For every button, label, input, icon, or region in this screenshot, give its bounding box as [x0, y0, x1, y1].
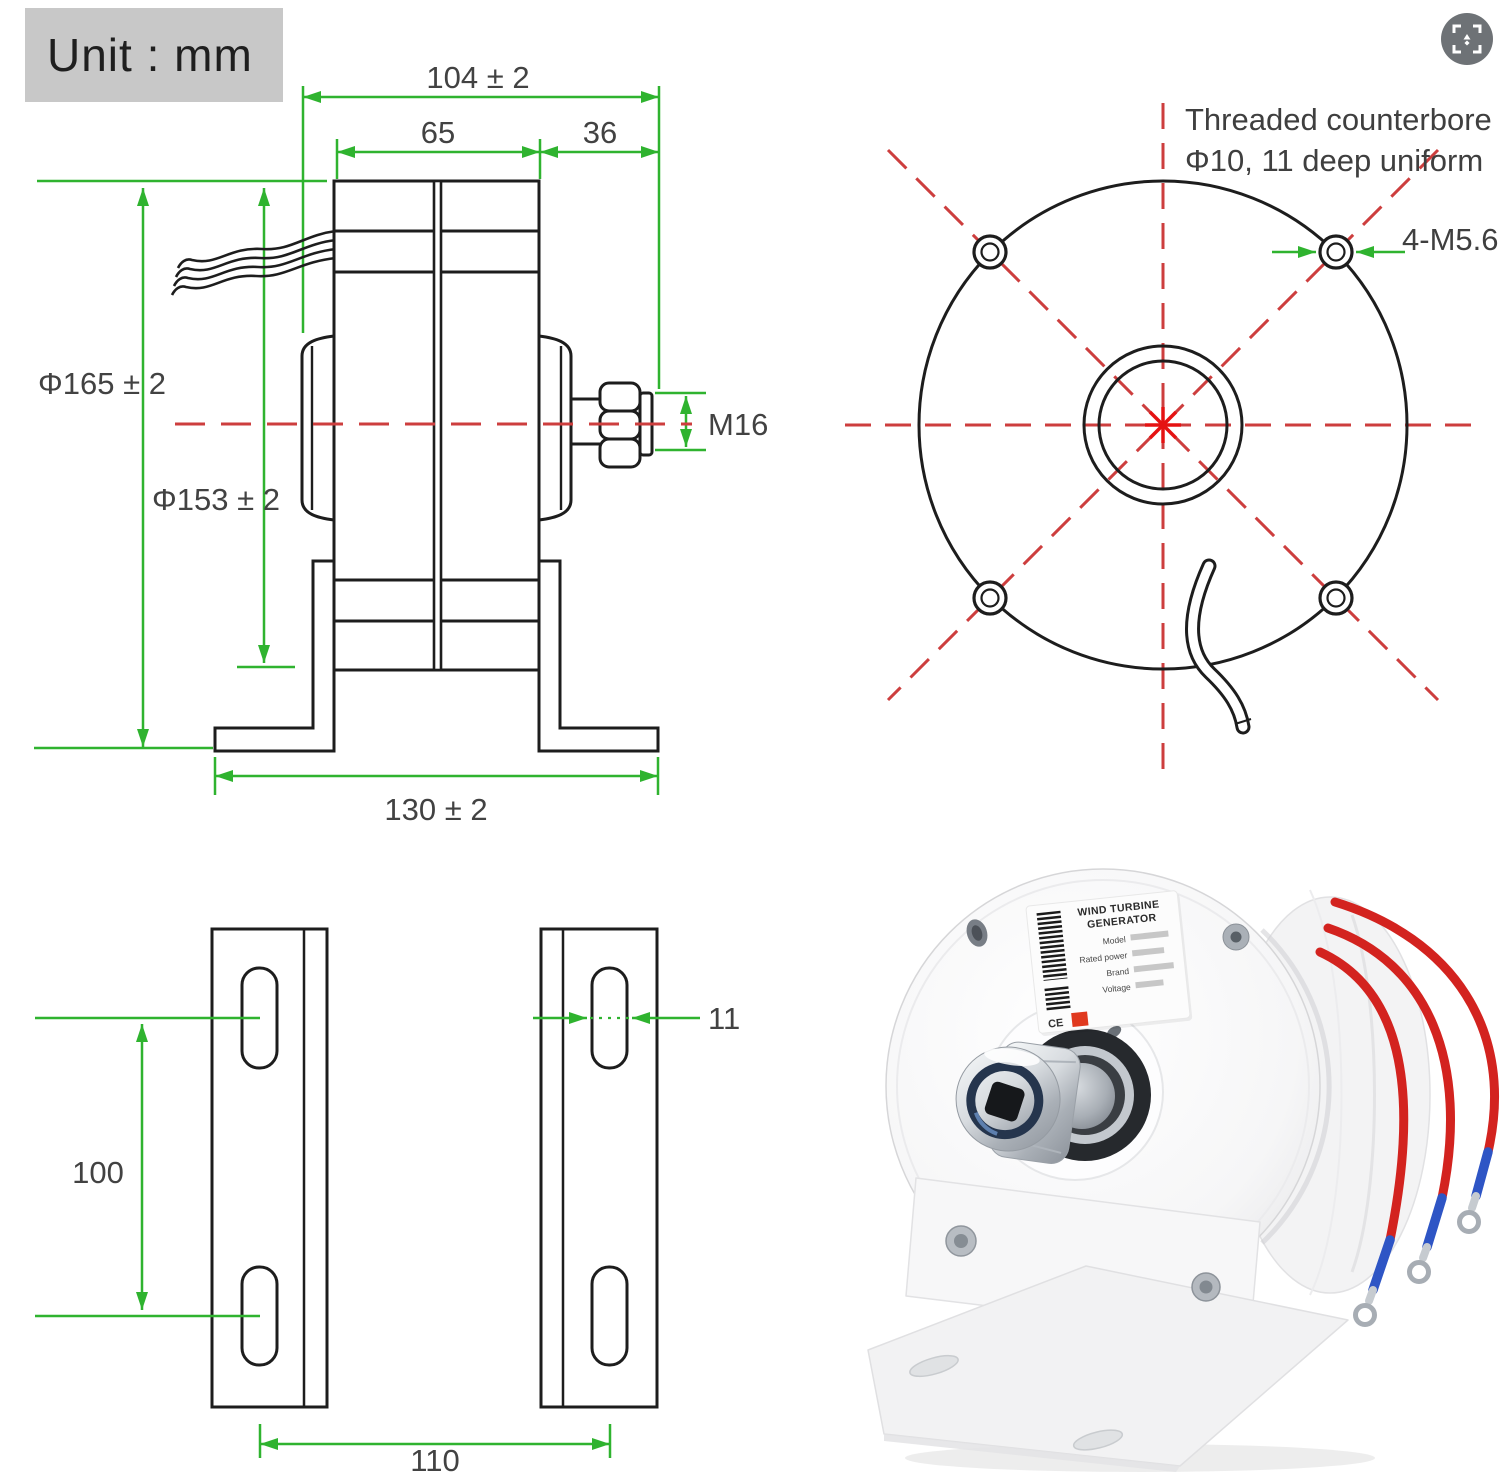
mounting-flange — [917, 179, 1409, 671]
left-foot — [213, 559, 336, 753]
ring-terminal — [1457, 1210, 1481, 1234]
ring-terminal — [1353, 1303, 1377, 1327]
mount-slot — [590, 1265, 629, 1367]
dim-spacing-label: 100 — [72, 1155, 124, 1190]
ring-terminal — [1407, 1260, 1431, 1284]
bolt-hole — [1318, 234, 1354, 270]
center-mark — [1145, 407, 1181, 443]
plate-row-key: Model — [1102, 934, 1126, 946]
center-bore-inner — [1097, 359, 1229, 491]
dim-slot-width-label: 11 — [708, 1001, 740, 1036]
bracket-dimension-lines — [35, 1012, 700, 1458]
unit-label: Unit : mm — [25, 8, 283, 102]
bolt-spec-label: 4-M5.6 — [1402, 222, 1498, 257]
side-dimension-lines — [34, 86, 706, 795]
output-wires — [1315, 897, 1500, 1327]
barcode — [1036, 910, 1068, 981]
cable-lines — [170, 229, 337, 296]
product-photo: WIND TURBINE GENERATOR Model Rated power… — [867, 868, 1500, 1472]
base-slot — [1072, 1429, 1124, 1451]
front-view-drawing: Threaded counterbore Φ10, 11 deep unifor… — [845, 102, 1498, 770]
dim-base-label: 130 ± 2 — [384, 792, 487, 827]
bolt-hole — [972, 580, 1008, 616]
unit-label-text: Unit : mm — [47, 29, 253, 81]
generator-outline — [213, 179, 660, 753]
bolt-hole — [972, 234, 1008, 270]
bolt-holes — [972, 234, 1354, 616]
dim-overall-label: 104 ± 2 — [426, 60, 529, 95]
right-foot — [537, 559, 660, 753]
dim-foot-spacing-label: 110 — [410, 1443, 459, 1473]
plate-row-key: Brand — [1106, 966, 1130, 978]
expand-icon — [1452, 24, 1482, 54]
plate-row-key: Voltage — [1102, 982, 1132, 995]
shaft-thread-label: M16 — [708, 407, 768, 442]
dia-inner-label: Φ153 ± 2 — [152, 482, 280, 517]
label-stamp — [1071, 1011, 1089, 1028]
counterbore-note-line1: Threaded counterbore — [1185, 102, 1492, 137]
expand-button[interactable] — [1441, 13, 1493, 65]
counterbore-note-line2: Φ10, 11 deep uniform — [1185, 143, 1483, 178]
side-view-drawing: 104 ± 2 65 36 Φ165 ± 2 Φ153 ± 2 M16 130 … — [34, 60, 768, 827]
dim-front-label: 65 — [421, 115, 455, 150]
base-slot — [909, 1354, 959, 1378]
bolt-hole — [1318, 580, 1354, 616]
mounting-base — [867, 1177, 1349, 1472]
shaft-assembly — [955, 1003, 1164, 1181]
cable-gland — [1185, 558, 1252, 735]
wire — [1323, 923, 1455, 1284]
wire — [1330, 897, 1500, 1234]
bracket-view-drawing: 100 11 110 — [35, 927, 740, 1473]
face-screws — [945, 919, 1250, 1302]
shaft-nut — [955, 1041, 1081, 1164]
center-bore-outer — [1082, 344, 1244, 506]
dia-outer-label: Φ165 ± 2 — [38, 366, 166, 401]
dim-rear-label: 36 — [583, 115, 617, 150]
ce-mark: CE — [1048, 1017, 1064, 1031]
name-plate: WIND TURBINE GENERATOR Model Rated power… — [1025, 890, 1193, 1036]
bracket-plates — [210, 927, 659, 1409]
wire — [1315, 947, 1409, 1327]
